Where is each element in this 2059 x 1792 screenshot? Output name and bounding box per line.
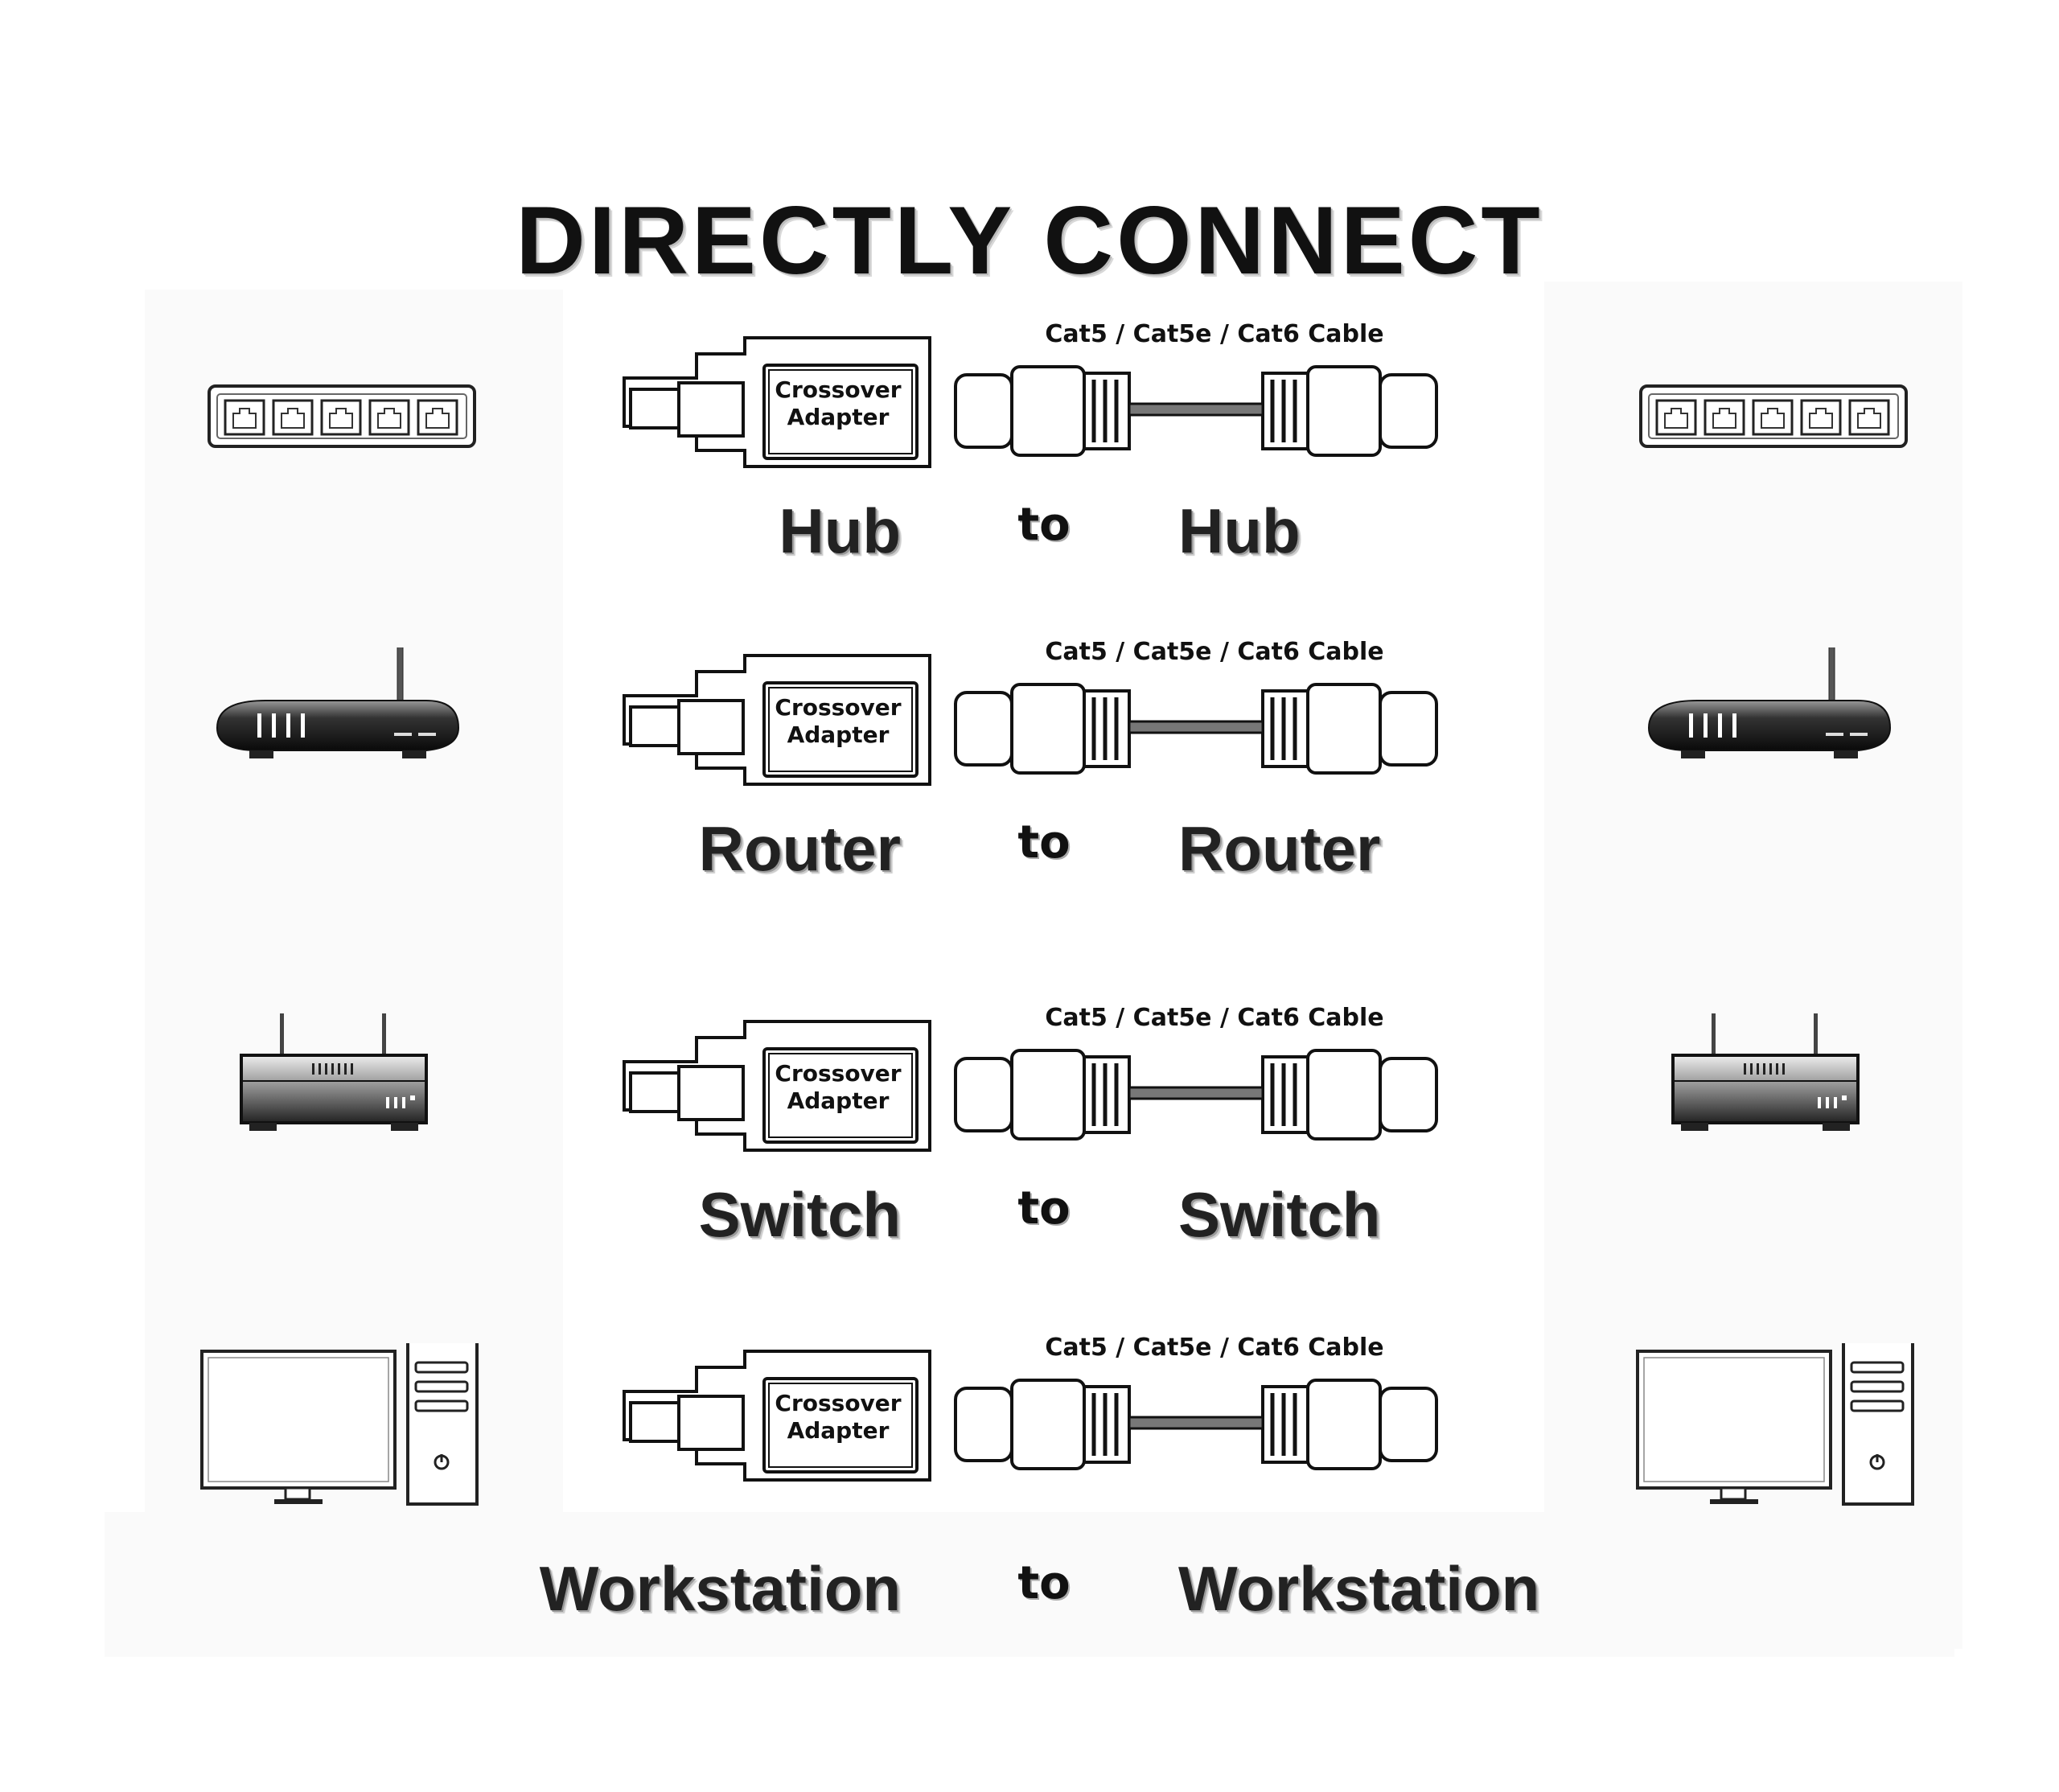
adapter-label-line2: Adapter (787, 404, 890, 430)
device-label-left: Switch (698, 1179, 901, 1250)
to-label: to (1017, 1182, 1071, 1235)
switch-icon (1625, 1013, 1914, 1206)
cable-label: Cat5 / Cat5e / Cat6 Cable (1045, 1004, 1384, 1032)
router-icon (193, 647, 483, 841)
adapter-label-line1: Crossover (775, 1390, 902, 1416)
crossover-connector: Crossover Adapter Cat5 / Cat5e / Cat6 Ca… (619, 1004, 1488, 1206)
page-title: DIRECTLY CONNECT (516, 187, 1543, 295)
connection-row-workstation: Crossover Adapter Cat5 / Cat5e / Cat6 Ca… (0, 1334, 2059, 1681)
cable-label: Cat5 / Cat5e / Cat6 Cable (1045, 320, 1384, 348)
cable-label: Cat5 / Cat5e / Cat6 Cable (1045, 638, 1384, 666)
to-label: to (1017, 816, 1071, 869)
to-label: to (1017, 499, 1071, 551)
crossover-connector: Crossover Adapter Cat5 / Cat5e / Cat6 Ca… (619, 1334, 1488, 1536)
connection-row-hub: Crossover Adapter Cat5 / Cat5e / Cat6 Ca… (0, 320, 2059, 668)
device-label-left: Router (698, 813, 901, 884)
device-label-right: Switch (1178, 1179, 1381, 1250)
to-label: to (1017, 1557, 1071, 1609)
crossover-connector: Crossover Adapter Cat5 / Cat5e / Cat6 Ca… (619, 320, 1488, 523)
device-label-right: Workstation (1178, 1553, 1540, 1624)
background-panel (105, 1512, 1954, 1657)
adapter-label-line2: Adapter (787, 1417, 890, 1444)
switch-icon (193, 1013, 483, 1206)
adapter-label-line1: Crossover (775, 376, 902, 403)
adapter-label-line1: Crossover (775, 1060, 902, 1087)
connection-row-router: Crossover Adapter Cat5 / Cat5e / Cat6 Ca… (0, 638, 2059, 985)
device-label-right: Hub (1178, 495, 1301, 566)
adapter-label-line2: Adapter (787, 721, 890, 748)
adapter-label-line2: Adapter (787, 1087, 890, 1114)
adapter-label: Crossover Adapter (766, 376, 910, 431)
adapter-label: Crossover Adapter (766, 694, 910, 749)
hub-icon (1625, 330, 1914, 523)
device-label-right: Router (1178, 813, 1381, 884)
crossover-connector: Crossover Adapter Cat5 / Cat5e / Cat6 Ca… (619, 638, 1488, 841)
device-label-left: Workstation (539, 1553, 901, 1624)
connection-row-switch: Crossover Adapter Cat5 / Cat5e / Cat6 Ca… (0, 1004, 2059, 1351)
adapter-label: Crossover Adapter (766, 1060, 910, 1115)
workstation-icon (1633, 1343, 1922, 1536)
adapter-label: Crossover Adapter (766, 1390, 910, 1445)
cable-label: Cat5 / Cat5e / Cat6 Cable (1045, 1334, 1384, 1362)
hub-icon (193, 330, 483, 523)
device-label-left: Hub (779, 495, 901, 566)
router-icon (1625, 647, 1914, 841)
workstation-icon (197, 1343, 487, 1536)
adapter-label-line1: Crossover (775, 694, 902, 721)
